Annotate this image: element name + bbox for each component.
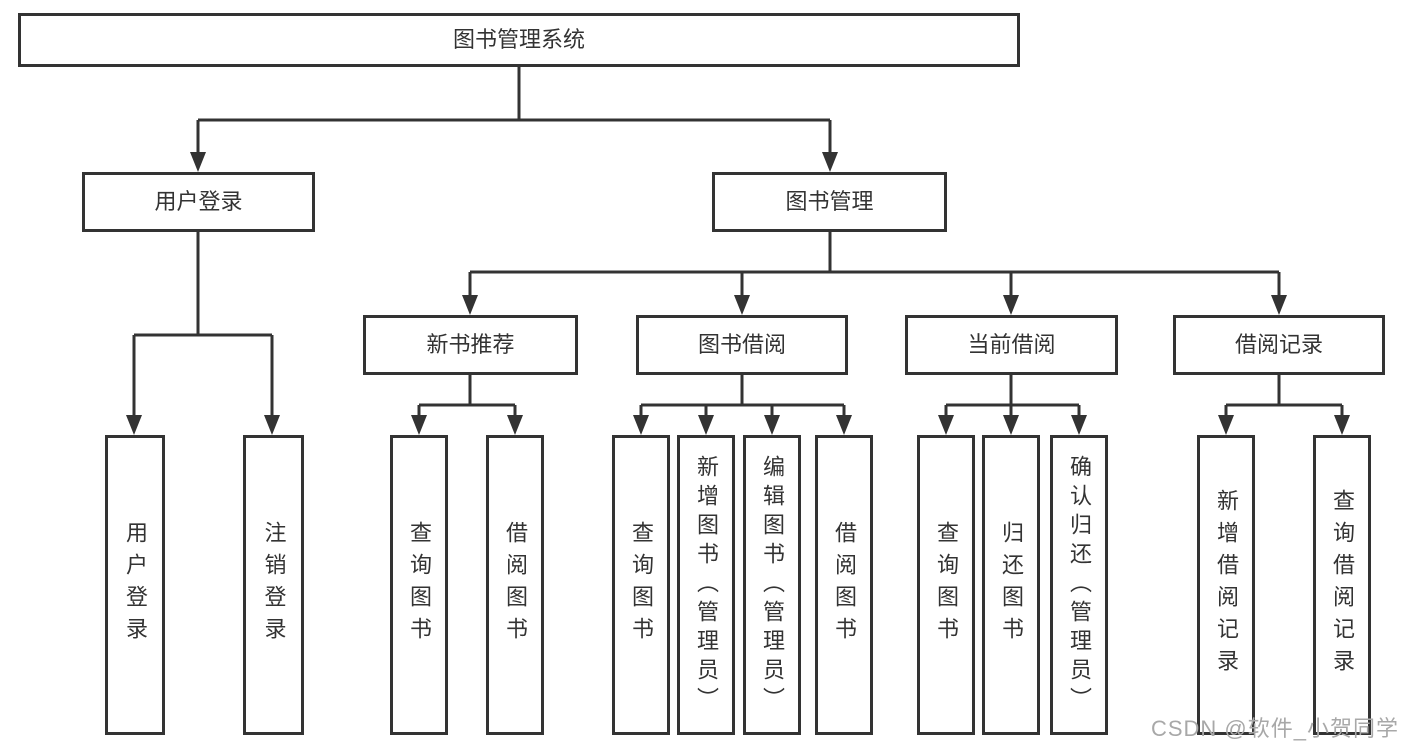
leaf-query-borrow-record: 查询借阅记录: [1313, 435, 1371, 735]
node-new-book-recommend: 新书推荐: [363, 315, 578, 375]
leaf-add-borrow-record: 新增借阅记录: [1197, 435, 1255, 735]
node-book-management: 图书管理: [712, 172, 947, 232]
leaf-label: 确认归还（管理员）: [1067, 454, 1092, 716]
leaf-query-books: 查询图书: [612, 435, 670, 735]
leaf-label: 查询借阅记录: [1330, 489, 1355, 681]
leaf-label: 用户登录: [123, 521, 148, 649]
leaf-label: 注销登录: [261, 521, 287, 649]
leaf-borrow-books: 借阅图书: [815, 435, 873, 735]
leaf-query-books: 查询图书: [917, 435, 975, 735]
leaf-label: 查询图书: [629, 521, 654, 649]
leaf-label: 新增图书（管理员）: [694, 454, 719, 716]
leaf-label: 归还图书: [999, 521, 1024, 649]
node-book-borrow: 图书借阅: [636, 315, 848, 375]
leaf-user-login: 用户登录: [105, 435, 165, 735]
leaf-label: 借阅图书: [832, 521, 857, 649]
leaf-label: 新增借阅记录: [1214, 489, 1239, 681]
node-library-system: 图书管理系统: [18, 13, 1020, 67]
leaf-label: 编辑图书（管理员）: [760, 454, 785, 716]
leaf-query-books: 查询图书: [390, 435, 448, 735]
leaf-borrow-books: 借阅图书: [486, 435, 544, 735]
leaf-logout: 注销登录: [243, 435, 304, 735]
leaf-add-books-admin: 新增图书（管理员）: [677, 435, 735, 735]
leaf-confirm-return-admin: 确认归还（管理员）: [1050, 435, 1108, 735]
leaf-return-books: 归还图书: [982, 435, 1040, 735]
leaf-label: 查询图书: [407, 521, 432, 649]
leaf-label: 查询图书: [934, 521, 959, 649]
node-user-login: 用户登录: [82, 172, 315, 232]
leaf-edit-books-admin: 编辑图书（管理员）: [743, 435, 801, 735]
node-current-borrow: 当前借阅: [905, 315, 1118, 375]
leaf-label: 借阅图书: [503, 521, 528, 649]
node-borrow-records: 借阅记录: [1173, 315, 1385, 375]
